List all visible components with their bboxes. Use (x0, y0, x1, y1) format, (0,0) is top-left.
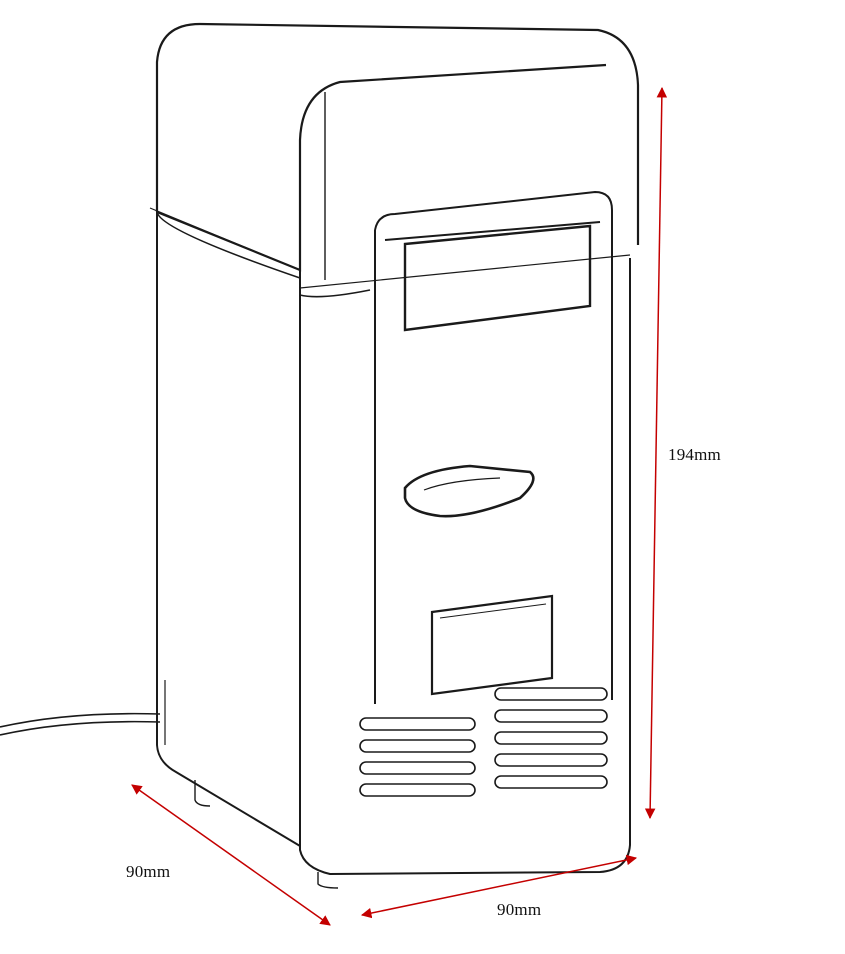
height-label: 194mm (668, 445, 721, 464)
fridge-body (156, 212, 631, 889)
width-arrow (360, 854, 638, 919)
fridge-lid (149, 22, 640, 298)
height-arrow (644, 86, 668, 820)
depth-label: 90mm (126, 862, 171, 881)
power-cable (0, 712, 161, 736)
vent-grille (359, 687, 608, 797)
fridge-door (374, 190, 613, 704)
depth-arrow (131, 784, 331, 926)
width-label: 90mm (497, 900, 542, 919)
